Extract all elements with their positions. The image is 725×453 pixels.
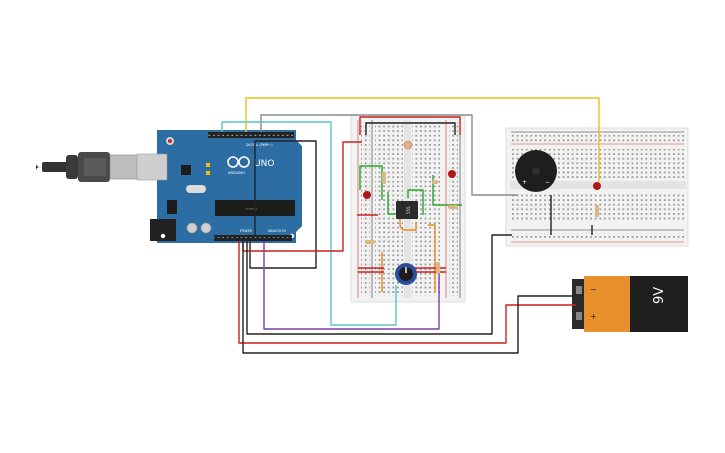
capacitor-2 [200, 222, 212, 234]
wire-red-top[interactable] [359, 116, 461, 135]
buzzer-minus: − [545, 179, 550, 186]
wire-red-jumpers[interactable] [358, 267, 384, 273]
wire-red-battery[interactable] [238, 241, 576, 344]
usb-chip [181, 165, 191, 175]
led-red-1[interactable] [363, 191, 371, 199]
capacitor-1 [186, 222, 198, 234]
wire-black-top[interactable] [365, 122, 456, 135]
ic-555[interactable]: 555 [396, 201, 418, 219]
resistors [365, 172, 599, 274]
photoresistor[interactable] [403, 140, 413, 150]
power-label: POWER [240, 229, 253, 233]
battery-minus: − [590, 285, 597, 294]
wire-green-3[interactable] [407, 189, 424, 215]
wire-black-2[interactable] [246, 234, 512, 335]
chip-label: ATMEGA [245, 207, 258, 211]
power-jack [150, 219, 176, 241]
usb-jack [136, 153, 168, 181]
buzzer-plus: + [522, 179, 527, 186]
battery-plus: + [590, 312, 597, 321]
wire-gray[interactable] [260, 114, 518, 196]
resistor-2[interactable] [448, 205, 458, 209]
wire-yellow[interactable] [245, 97, 600, 182]
wire-black-1[interactable] [249, 140, 317, 269]
logo-text: ARDUINO [228, 171, 245, 175]
wires [221, 97, 600, 354]
wire-orange-2[interactable] [428, 224, 436, 292]
wire-black-battery[interactable] [242, 241, 576, 354]
usb-cable[interactable] [36, 152, 139, 182]
battery-9v[interactable]: 9V − + [572, 276, 688, 332]
wire-purple[interactable] [263, 241, 440, 330]
battery-label: 9V [652, 287, 667, 304]
arduino-uno[interactable]: DIGITAL (PWM~) POWER ANALOG IN ARDUINO U… [136, 130, 302, 243]
regulator [167, 200, 177, 214]
piezo-buzzer[interactable]: + − [515, 150, 557, 192]
resistor-1[interactable] [382, 172, 386, 184]
wire-green-1[interactable] [359, 165, 383, 200]
resistor-3[interactable] [365, 240, 375, 244]
wire-red-jumpers-2[interactable] [414, 267, 446, 273]
model-label: UNO [254, 159, 274, 169]
ic-label: 555 [406, 206, 411, 214]
led-red-2[interactable] [448, 170, 456, 178]
resistor-6[interactable] [432, 180, 438, 184]
arduino-logo: ARDUINO [227, 156, 250, 175]
wire-orange-1[interactable] [399, 215, 417, 231]
crystal [186, 185, 206, 193]
potentiometer[interactable] [395, 263, 417, 285]
resistor-4[interactable] [436, 262, 440, 274]
wire-cyan[interactable] [221, 121, 397, 326]
led-red-3[interactable] [593, 182, 601, 190]
digital-label: DIGITAL (PWM~) [246, 143, 272, 147]
analog-label: ANALOG IN [268, 229, 286, 233]
resistor-5[interactable] [595, 205, 599, 217]
wire-green-2[interactable] [387, 192, 398, 215]
